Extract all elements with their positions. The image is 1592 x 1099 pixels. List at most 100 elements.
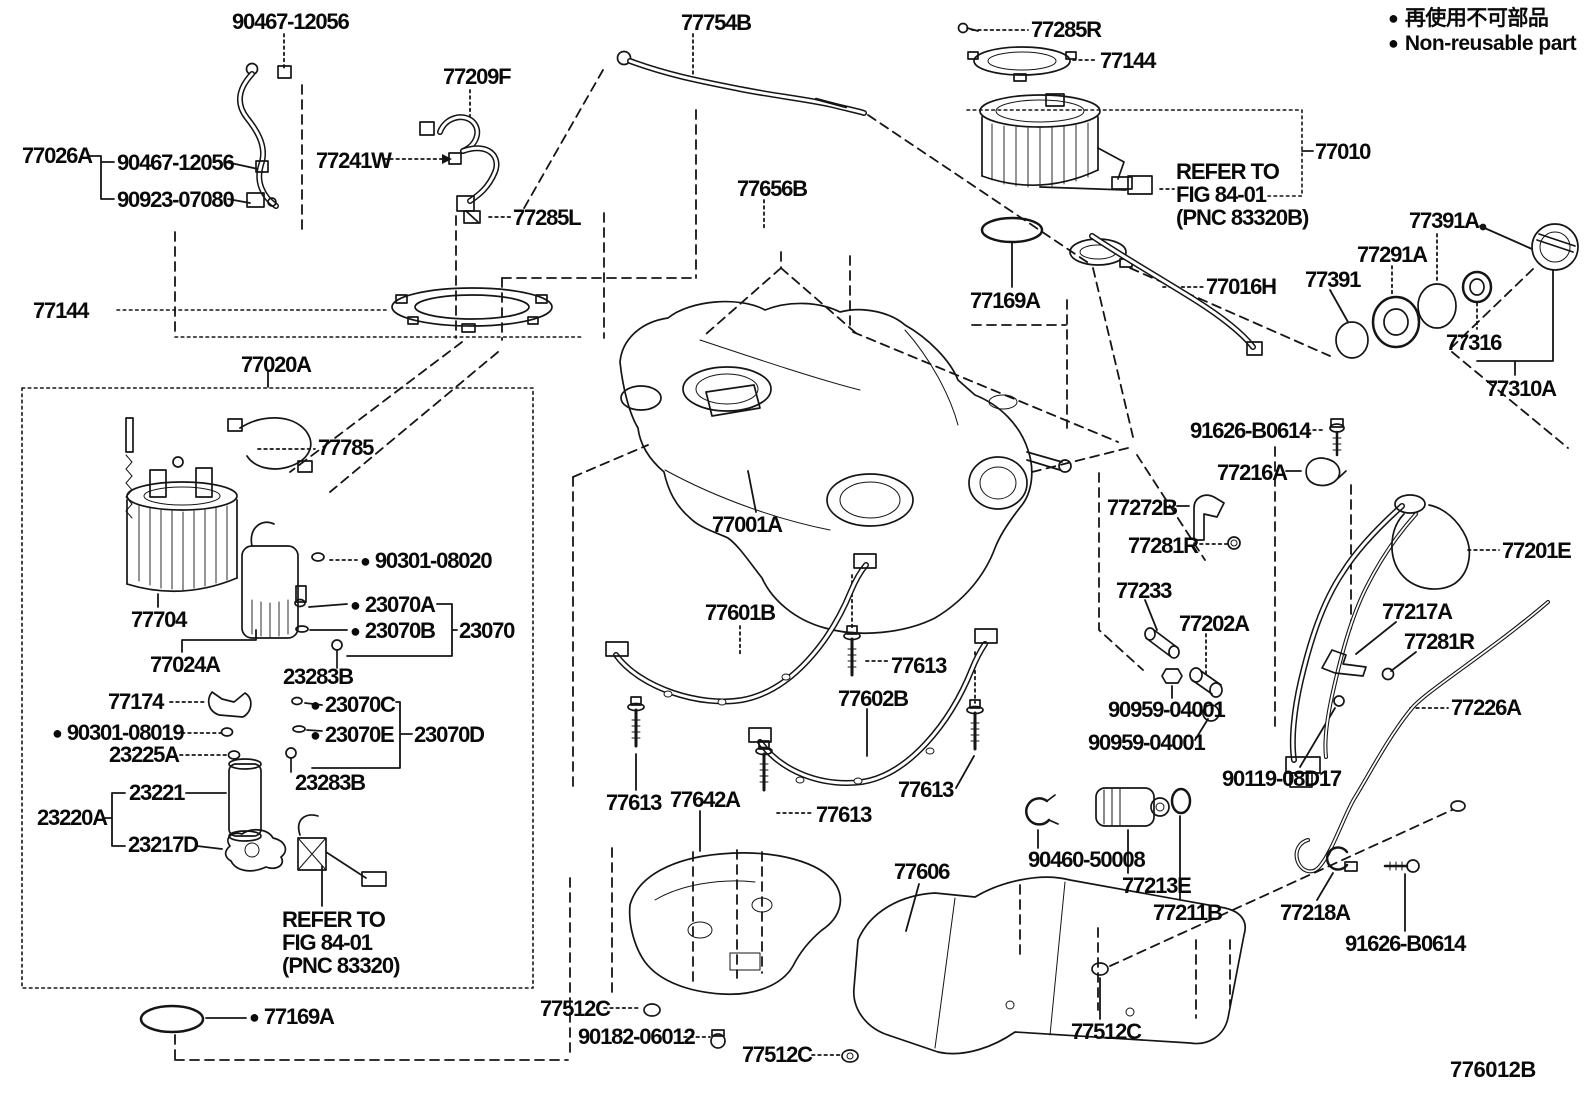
bolt-91626-bottom-icon — [1383, 859, 1420, 873]
spacer-77202a-icon — [1189, 667, 1223, 698]
part-number-text: 77316 — [1446, 330, 1502, 355]
part-label-77211b: 77211B — [1153, 900, 1223, 925]
part-label-23070b: ●23070B — [350, 618, 436, 643]
part-label-77026a: 77026A — [22, 145, 93, 167]
part-number-text: 77209F — [443, 64, 512, 89]
part-label-77613: 77613 — [891, 655, 947, 677]
part-label-77512c: 77512C — [1071, 1019, 1142, 1044]
part-label-90959-04001: 90959-04001 — [1088, 732, 1206, 754]
part-number-text: 77217A — [1382, 599, 1453, 624]
part-label-77613: 77613 — [816, 802, 872, 827]
part-label-23283b: 23283B — [295, 770, 366, 795]
part-label-90301-08020: ●90301-08020 — [360, 548, 493, 573]
part-label-77316: 77316 — [1446, 330, 1502, 355]
part-number-text: 90301-08020 — [374, 548, 493, 573]
part-number-text: 77642A — [670, 787, 741, 812]
part-number-text: 77211B — [1153, 900, 1223, 925]
part-number-text: 77512C — [1071, 1019, 1142, 1044]
part-number-text: 91626-B0614 — [1345, 931, 1466, 956]
part-number-text: 77174 — [108, 689, 164, 714]
non-reusable-bullet-icon: ● — [1388, 33, 1399, 53]
part-number-text: 23070B — [364, 618, 436, 643]
part-label-77213e: 77213E — [1122, 875, 1192, 897]
tank-gasket-77169a-bottom-icon — [139, 1004, 205, 1034]
fuel-cap-77310a-icon — [1531, 223, 1579, 271]
part-number-text: 77310A — [1486, 376, 1557, 401]
part-number-text: 91626-B0614 — [1190, 418, 1311, 443]
part-label-77391a: 77391A — [1409, 210, 1480, 232]
part-label-23070a: ●23070A — [350, 594, 436, 616]
legend-jp-text: 再使用不可部品 — [1404, 7, 1549, 30]
part-number-text: 77226A — [1451, 695, 1522, 720]
pump-77213e-icon — [1095, 787, 1170, 827]
part-label-77202a: 77202A — [1179, 611, 1250, 636]
part-number-text: 77218A — [1280, 900, 1351, 925]
part-number-text: 77272B — [1107, 495, 1178, 520]
part-label-77209f: 77209F — [443, 64, 512, 89]
part-label-77285r: 77285R — [1031, 19, 1102, 41]
part-label-77241w: 77241W — [316, 150, 392, 172]
part-number-text: 77281R — [1404, 629, 1475, 654]
part-number-text: 77202A — [1179, 611, 1250, 636]
part-number-text: 77602B — [838, 686, 909, 711]
part-label-77144: 77144 — [33, 298, 89, 323]
fuel-cap-cluster-drawing — [1335, 223, 1579, 359]
part-label-77169a: 77169A — [970, 290, 1041, 312]
part-label-77020a: 77020A — [241, 354, 312, 376]
part-number-text: 23283B — [295, 770, 366, 795]
clamp-77218a-icon — [1325, 846, 1358, 872]
part-number-text: 77613 — [816, 802, 872, 827]
part-number-text: 77512C — [742, 1042, 813, 1067]
part-number-text: 90460-50008 — [1028, 847, 1146, 872]
part-number-text: 23217D — [128, 832, 199, 857]
part-label-90119-08d17: 90119-08D17 — [1222, 768, 1342, 790]
part-label-77613: 77613 — [606, 790, 662, 815]
fuel-pump-module-drawing — [125, 417, 387, 887]
tube-77233-icon — [1144, 627, 1180, 659]
grommet-77512c-icon — [643, 1003, 661, 1017]
part-number-text: 77169A — [263, 1004, 335, 1029]
part-number-text: 23225A — [109, 742, 180, 767]
part-label-77601b: 77601B — [705, 602, 776, 624]
part-number-text: 77024A — [150, 652, 221, 677]
heat-shield-77606-drawing — [853, 876, 1246, 1055]
part-number-text: 77613 — [606, 790, 662, 815]
part-label-77291a: 77291A — [1357, 242, 1428, 267]
part-label-77785: 77785 — [318, 435, 374, 460]
non-reusable-bullet-icon: ● — [350, 621, 361, 641]
part-number-text: 23070E — [324, 722, 395, 747]
part-label-90923-07080: 90923-07080 — [117, 189, 235, 211]
legend-non-reusable-jp: ●再使用不可部品 — [1388, 7, 1549, 30]
part-label-77281r: 77281R — [1128, 535, 1199, 557]
part-label-77512c: 77512C — [540, 996, 611, 1021]
clamp-icon — [255, 160, 269, 173]
leader-lines-solid — [88, 150, 1554, 1020]
part-number-text: 77291A — [1357, 242, 1428, 267]
part-number-text: 77016H — [1206, 274, 1277, 299]
part-label-23225a: 23225A — [109, 742, 180, 767]
refer-note-pnc-83320b: REFER TO FIG 84-01 (PNC 83320B) — [1176, 159, 1309, 230]
part-number-text: 90182-06012 — [578, 1024, 696, 1049]
breather-hose-77026a-drawing — [237, 62, 292, 209]
non-reusable-bullet-icon: ● — [310, 725, 321, 745]
part-label-23221: 23221 — [129, 782, 185, 804]
part-number-text: 77785 — [318, 435, 374, 460]
non-reusable-bullet-icon: ● — [350, 595, 361, 615]
tank-band-77601b-drawing — [605, 553, 877, 706]
part-number-text: 77754B — [681, 10, 752, 35]
grommet-77512c-icon — [841, 1049, 859, 1063]
part-label-77272b: 77272B — [1107, 495, 1178, 520]
part-label-77704: 77704 — [131, 609, 187, 631]
bolt-91626-top-icon — [1329, 418, 1345, 457]
bracket-77272b-icon — [1193, 494, 1225, 541]
part-number-text: 77512C — [540, 996, 611, 1021]
grommet-77291a-icon — [1371, 295, 1421, 349]
part-label-77016h: 77016H — [1206, 274, 1277, 299]
part-label-77602b: 77602B — [838, 686, 909, 711]
ring-77316-icon — [1461, 270, 1493, 304]
suction-filter-23217d-icon — [224, 828, 287, 872]
fuel-pump-assembly-77010-drawing — [957, 22, 1263, 356]
part-number-text: 77144 — [33, 298, 89, 323]
arrowhead-icon — [442, 154, 452, 164]
